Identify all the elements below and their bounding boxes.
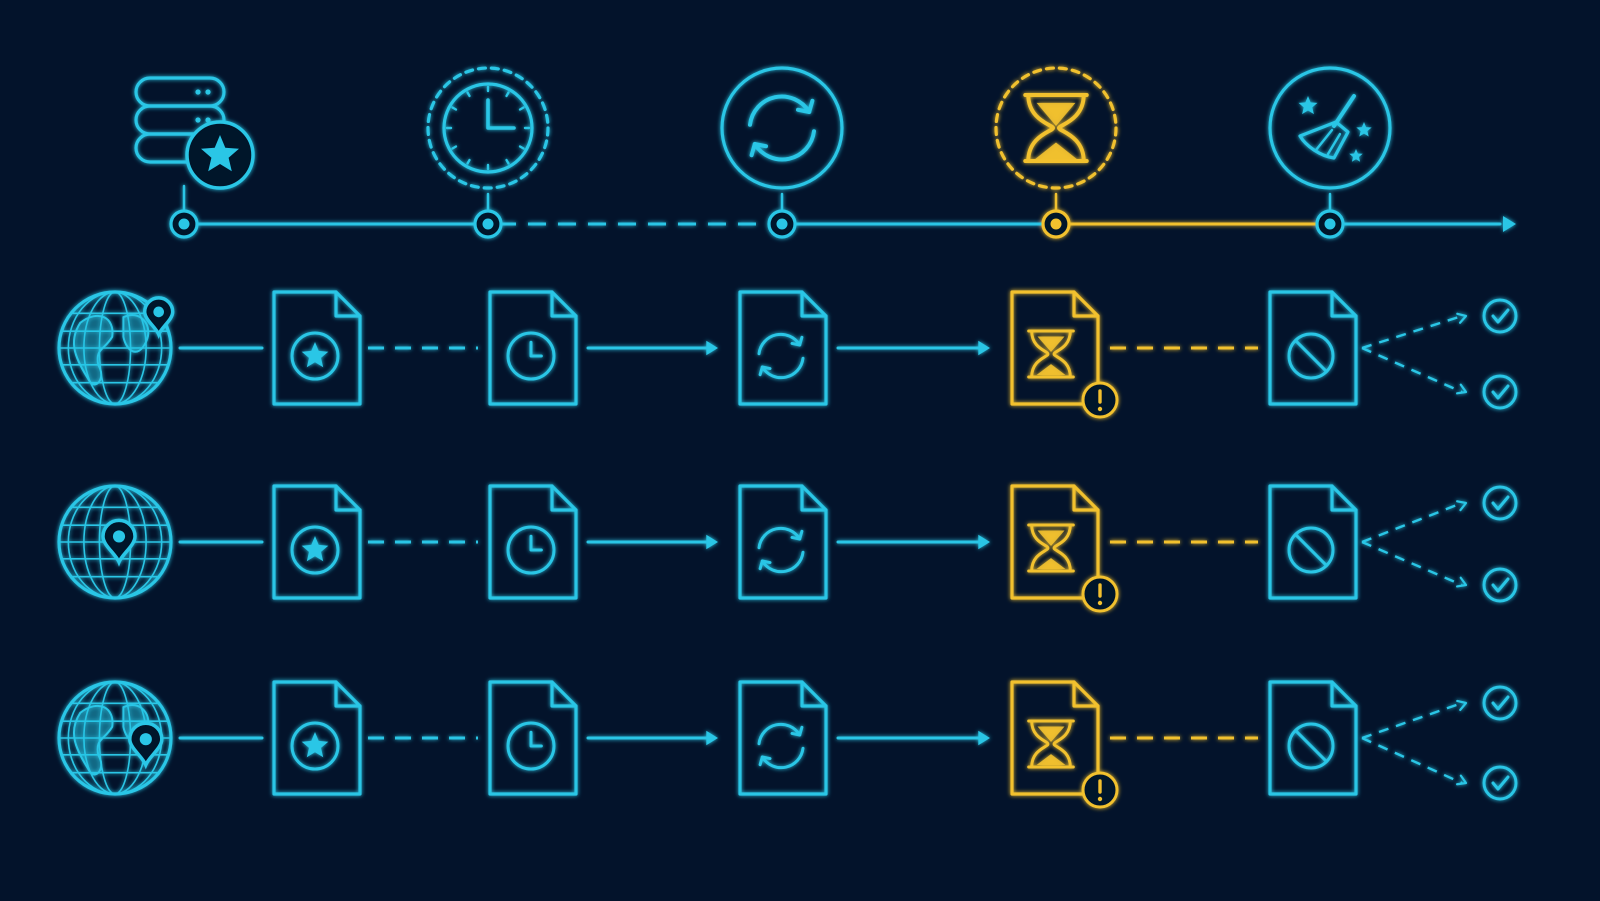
check-circle-icon: [1482, 485, 1518, 521]
star-icon: [301, 536, 329, 562]
check-circle-icon: [1482, 765, 1518, 801]
arrow-head: [978, 730, 990, 746]
branch-connector: [1361, 736, 1463, 785]
document-clock-icon: [488, 290, 578, 406]
document-sync-icon: [738, 680, 828, 796]
star-icon: [1356, 122, 1372, 137]
globe-americas-pin-icon: [57, 290, 175, 406]
document-clock-icon: [488, 680, 578, 796]
star-icon: [201, 135, 239, 172]
document-hourglass-alert-icon: [1010, 290, 1119, 419]
branch-connector: [1361, 701, 1463, 740]
arrow-head: [1456, 576, 1468, 588]
hourglass-icon: [994, 66, 1118, 190]
arrow-head: [706, 340, 718, 356]
document-hourglass-alert-icon: [1010, 680, 1119, 809]
sync-icon: [720, 66, 844, 190]
database-star-icon: [134, 76, 255, 190]
star-icon: [1298, 96, 1318, 115]
document-blocked-icon: [1268, 484, 1358, 600]
arrow-head: [1503, 216, 1516, 232]
document-blocked-icon: [1268, 680, 1358, 796]
timeline-stage-3: [720, 66, 844, 239]
branch-connector: [1361, 346, 1463, 394]
branch-connector: [1361, 314, 1463, 350]
region-row-2: [57, 484, 1518, 613]
timeline-stage-1: [134, 76, 255, 239]
arrow-head: [706, 730, 718, 746]
star-icon: [301, 732, 329, 758]
region-row-1: [57, 290, 1518, 419]
clock-icon: [426, 66, 550, 190]
check-circle-icon: [1482, 567, 1518, 603]
arrow-head: [978, 534, 990, 550]
arrow-head: [706, 534, 718, 550]
check-circle-icon: [1482, 374, 1518, 410]
timeline-stage-5: [1268, 66, 1392, 239]
globe-grid-pin-icon: [57, 484, 173, 600]
globe-americas-pin-icon: [57, 680, 173, 796]
region-row-3: [57, 680, 1518, 809]
arrow-head: [1456, 500, 1468, 512]
document-sync-icon: [738, 290, 828, 406]
arrow-head: [1456, 699, 1468, 712]
timeline-stage-4: [994, 66, 1118, 239]
document-clock-icon: [488, 484, 578, 600]
document-hourglass-alert-icon: [1010, 484, 1119, 613]
document-sync-icon: [738, 484, 828, 600]
arrow-head: [1455, 774, 1468, 786]
document-star-icon: [272, 484, 362, 600]
arrow-head: [978, 340, 990, 356]
arrow-head: [1456, 383, 1468, 395]
timeline: [134, 66, 1516, 239]
branch-connector: [1361, 540, 1463, 587]
star-icon: [301, 342, 329, 368]
document-blocked-icon: [1268, 290, 1358, 406]
star-icon: [1349, 149, 1363, 162]
check-circle-icon: [1482, 685, 1518, 721]
check-circle-icon: [1482, 298, 1518, 334]
arrow-head: [1456, 312, 1468, 324]
document-star-icon: [272, 680, 362, 796]
timeline-stage-2: [426, 66, 550, 239]
document-star-icon: [272, 290, 362, 406]
broom-cleanup-icon: [1268, 66, 1392, 190]
branch-connector: [1361, 501, 1463, 544]
